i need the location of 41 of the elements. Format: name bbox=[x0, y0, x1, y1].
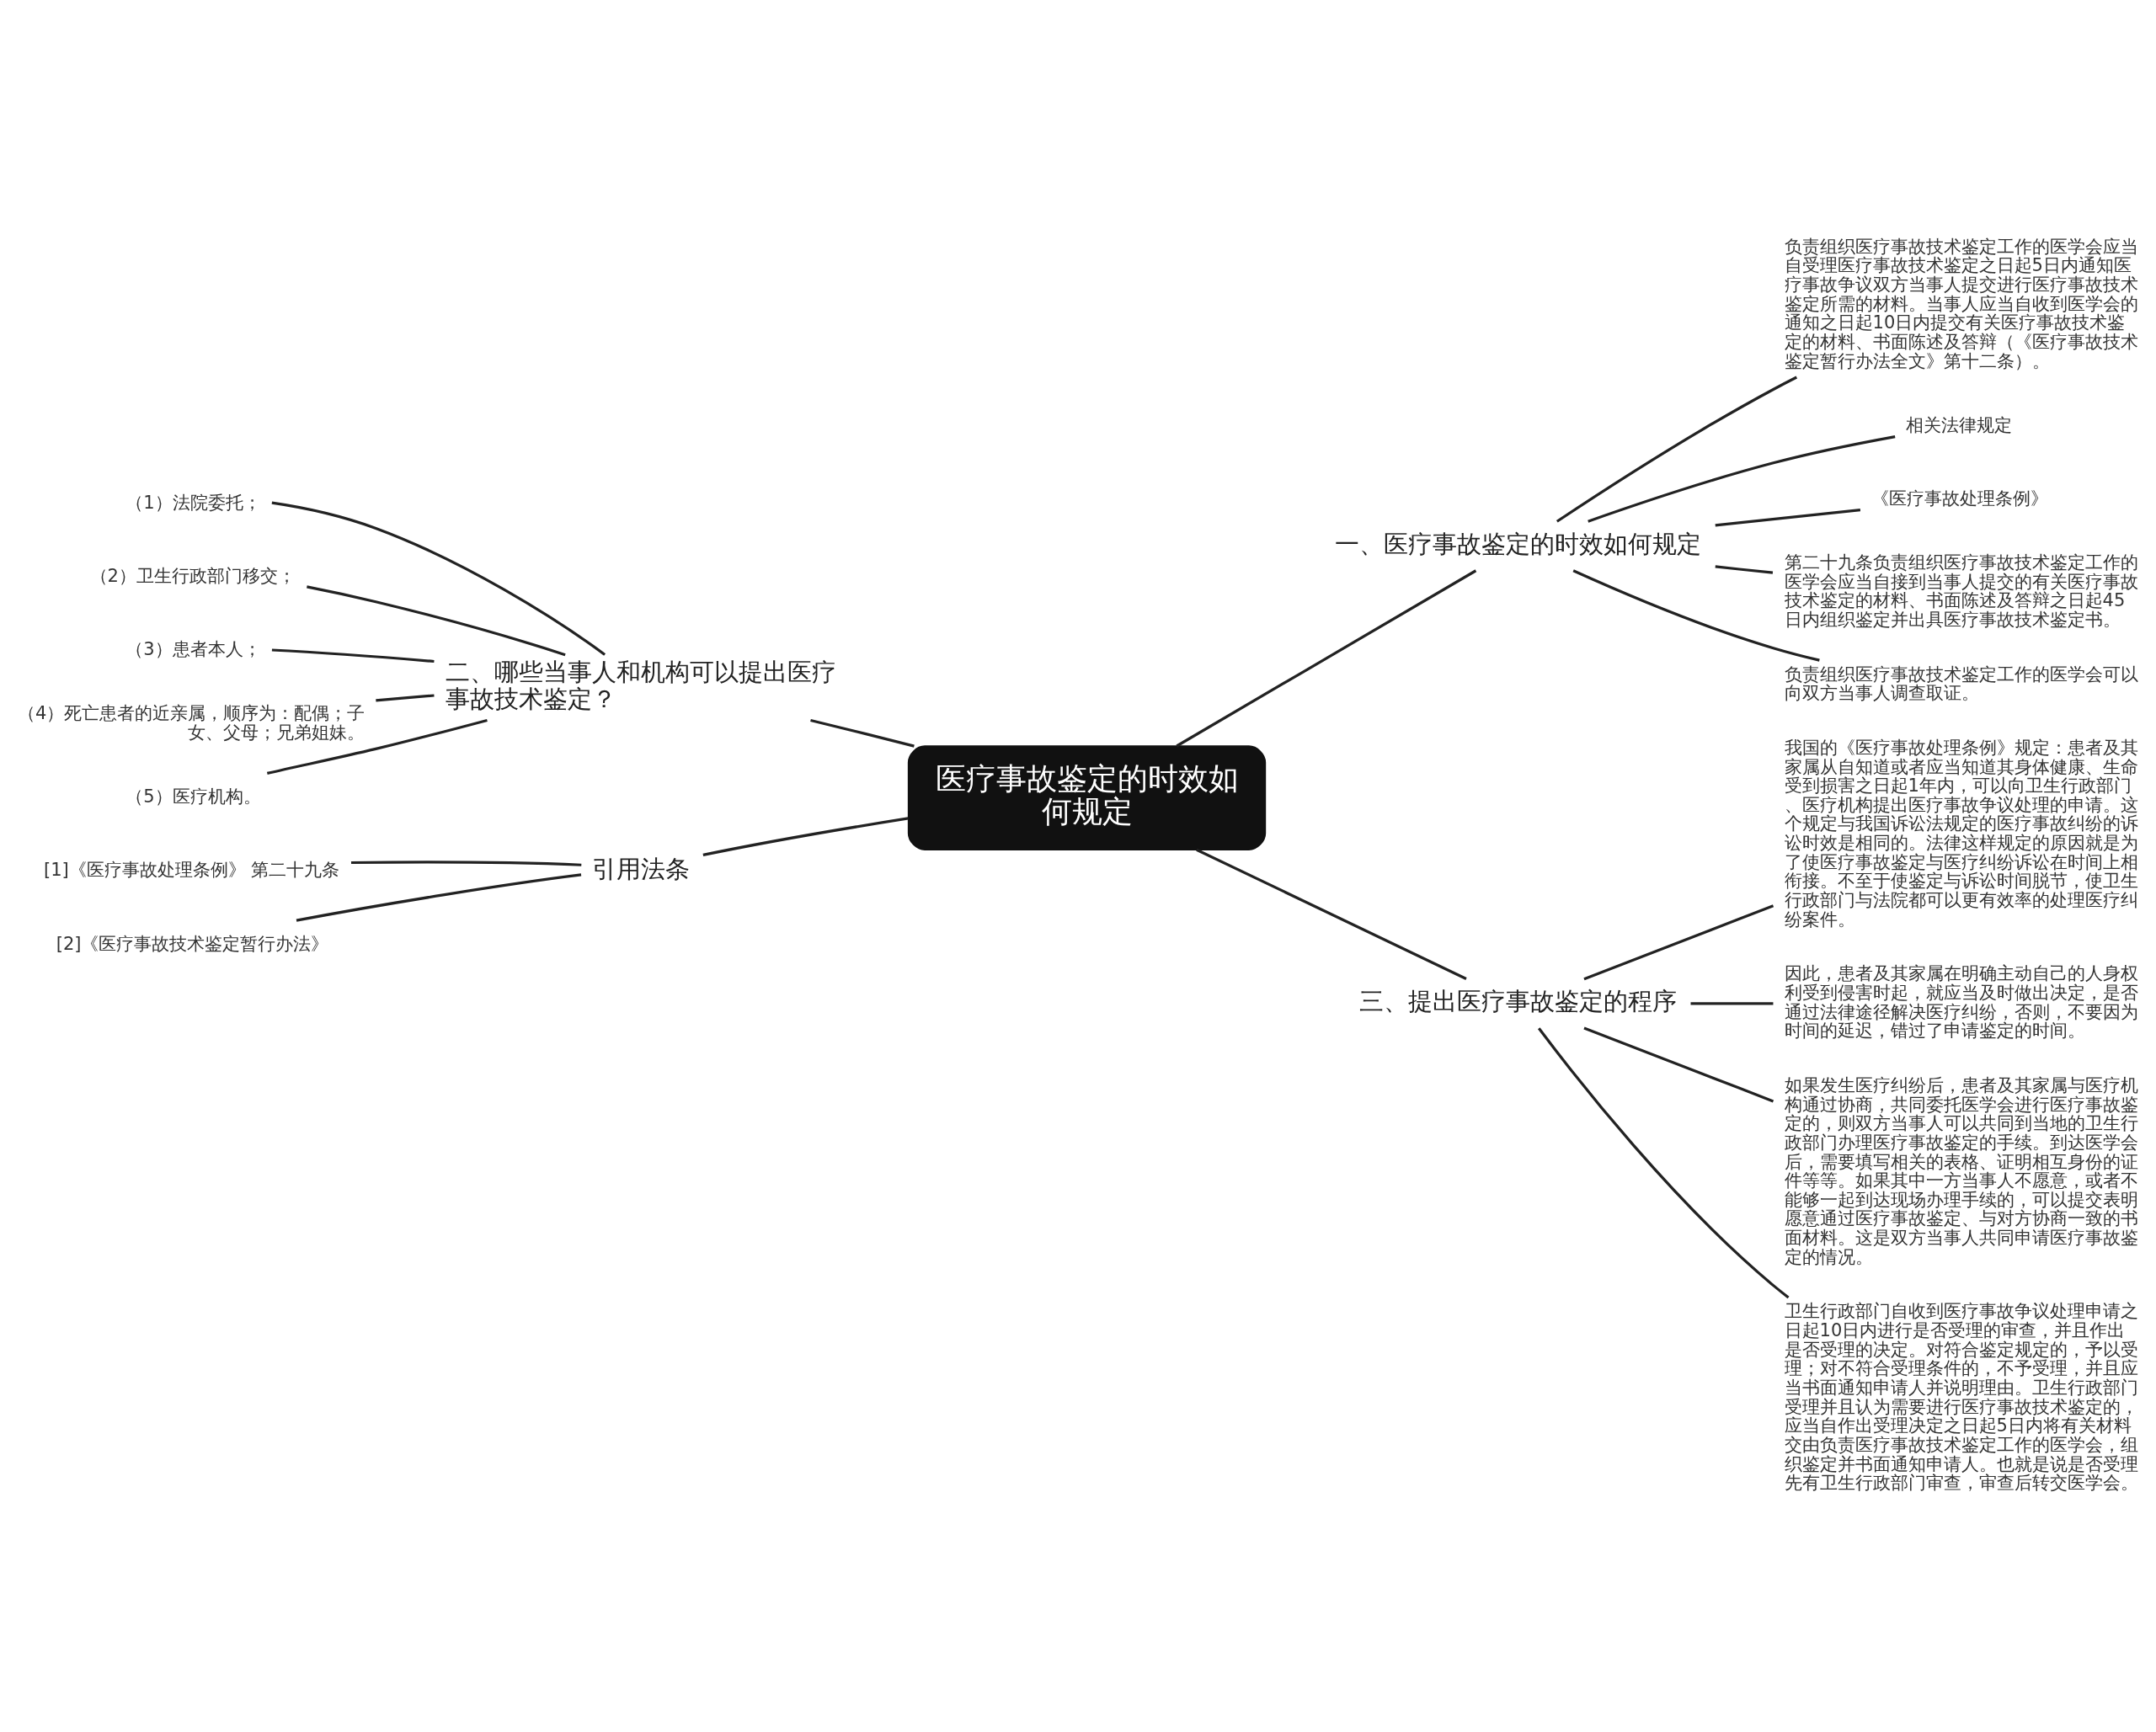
node-text: [1]《医疗事故处理条例》 第二十九条 bbox=[43, 859, 340, 881]
connector bbox=[1588, 435, 1896, 523]
node-text: 卫生行政部门自收到医疗事故争议处理申请之日起10日内进行是否受理的审查，并且作出是否受理的决定。对符合鉴定规定的，予以受理；对不符合受理条件的，不予受理，并且应当书面通知申请人并说明理由。卫生行政部门受理并且认为需要进行医疗事故技术鉴定的，应当自作出受理决定之日起5日内将有关材料交由负责医疗事故技术鉴定工作的医学会，组织鉴定并书面通知申请人。也就是说是否受理先有卫生行政部门审查，审查后转交医学会。 bbox=[1784, 1300, 2138, 1494]
connector bbox=[296, 873, 582, 922]
connector bbox=[1196, 848, 1467, 980]
node-text: 引用法条 bbox=[592, 855, 691, 884]
node-text: 《医疗事故处理条例》 bbox=[1871, 487, 2049, 509]
connector bbox=[1715, 509, 1861, 527]
node-text: （1）法院委托； bbox=[125, 491, 261, 513]
node-text: 负责组织医疗事故技术鉴定工作的医学会可以向双方当事人调查取证。 bbox=[1784, 663, 2138, 704]
node-text: 相关法律规定 bbox=[1906, 413, 2013, 435]
node-text: 负责组织医疗事故技术鉴定工作的医学会应当自受理医疗事故技术鉴定之日起5日内通知医疗事故争议双方当事人提交进行医疗事故技术鉴定所需的材料。当事人应当自收到医学会的通知之日起10日内提交有关医疗事故技术鉴定的材料、书面陈述及答辩（《医疗事故技术鉴定暂行办法全文》第十二条）。 bbox=[1784, 235, 2138, 371]
connector bbox=[810, 718, 915, 748]
connector bbox=[702, 817, 909, 857]
connector bbox=[307, 585, 566, 657]
connector bbox=[1715, 565, 1774, 574]
connector bbox=[376, 694, 435, 702]
connector bbox=[1176, 569, 1477, 748]
connector bbox=[1583, 904, 1774, 981]
connector bbox=[1572, 569, 1820, 662]
connector bbox=[1556, 376, 1798, 523]
connector bbox=[1538, 1027, 1790, 1299]
node-text: 二、哪些当事人和机构可以提出医疗事故技术鉴定？ bbox=[445, 657, 836, 713]
connector bbox=[271, 648, 435, 663]
node-box: 医疗事故鉴定的时效如何规定 bbox=[907, 745, 1267, 850]
node-text: 第二十九条负责组织医疗事故技术鉴定工作的医学会应当自接到当事人提交的有关医疗事故技术鉴定的材料、书面陈述及答辩之日起45日内组织鉴定并出具医疗事故技术鉴定书。 bbox=[1784, 551, 2138, 630]
node-text: 我国的《医疗事故处理条例》规定：患者及其家属从自知道或者应当知道其身体健康、生命受到损害之日起1年内，可以向卫生行政部门、医疗机构提出医疗事故争议处理的申请。这个规定与我国诉讼法规定的医疗事故纠纷的诉讼时效是相同的。法律这样规定的原因就是为了使医疗事故鉴定与医疗纠纷诉讼在时间上相衔接。不至于使鉴定与诉讼时间脱节，使卫生行政部门与法院都可以更有效率的处理医疗纠纷案件。 bbox=[1784, 736, 2138, 930]
connector bbox=[266, 718, 488, 775]
connector bbox=[271, 501, 606, 656]
connector bbox=[1690, 1002, 1774, 1005]
connector bbox=[1583, 1026, 1774, 1103]
node-text: （5）医疗机构。 bbox=[125, 786, 261, 807]
node-text: （2）卫生行政部门移交； bbox=[89, 565, 296, 587]
node-text: （4）死亡患者的近亲属，顺序为：配偶；子女、父母；兄弟姐妹。 bbox=[17, 702, 366, 743]
connector bbox=[350, 861, 582, 866]
node-text: 因此，患者及其家属在明确主动自己的人身权利受到侵害时起，就应当及时做出决定，是否通过法律途径解决医疗纠纷，否则，不要因为时间的延迟，错过了申请鉴定的时间。 bbox=[1784, 962, 2138, 1042]
node-text: 一、医疗事故鉴定的时效如何规定 bbox=[1334, 529, 1701, 558]
node-text: 三、提出医疗事故鉴定的程序 bbox=[1358, 986, 1677, 1015]
node-text: 如果发生医疗纠纷后，患者及其家属与医疗机构通过协商，共同委托医学会进行医疗事故鉴定的，则双方当事人可以共同到当地的卫生行政部门办理医疗事故鉴定的手续。到达医学会后，需要填写相关的表格、证明相互身份的证件等等。如果其中一方当事人不愿意，或者不能够一起到达现场办理手续的，可以提交表明愿意通过医疗事故鉴定、与对方协商一致的书面材料。这是双方当事人共同申请医疗事故鉴定的情况。 bbox=[1784, 1074, 2138, 1267]
node-text: [2]《医疗事故技术鉴定暂行办法》 bbox=[56, 932, 329, 954]
node-text: （3）患者本人； bbox=[125, 638, 261, 660]
